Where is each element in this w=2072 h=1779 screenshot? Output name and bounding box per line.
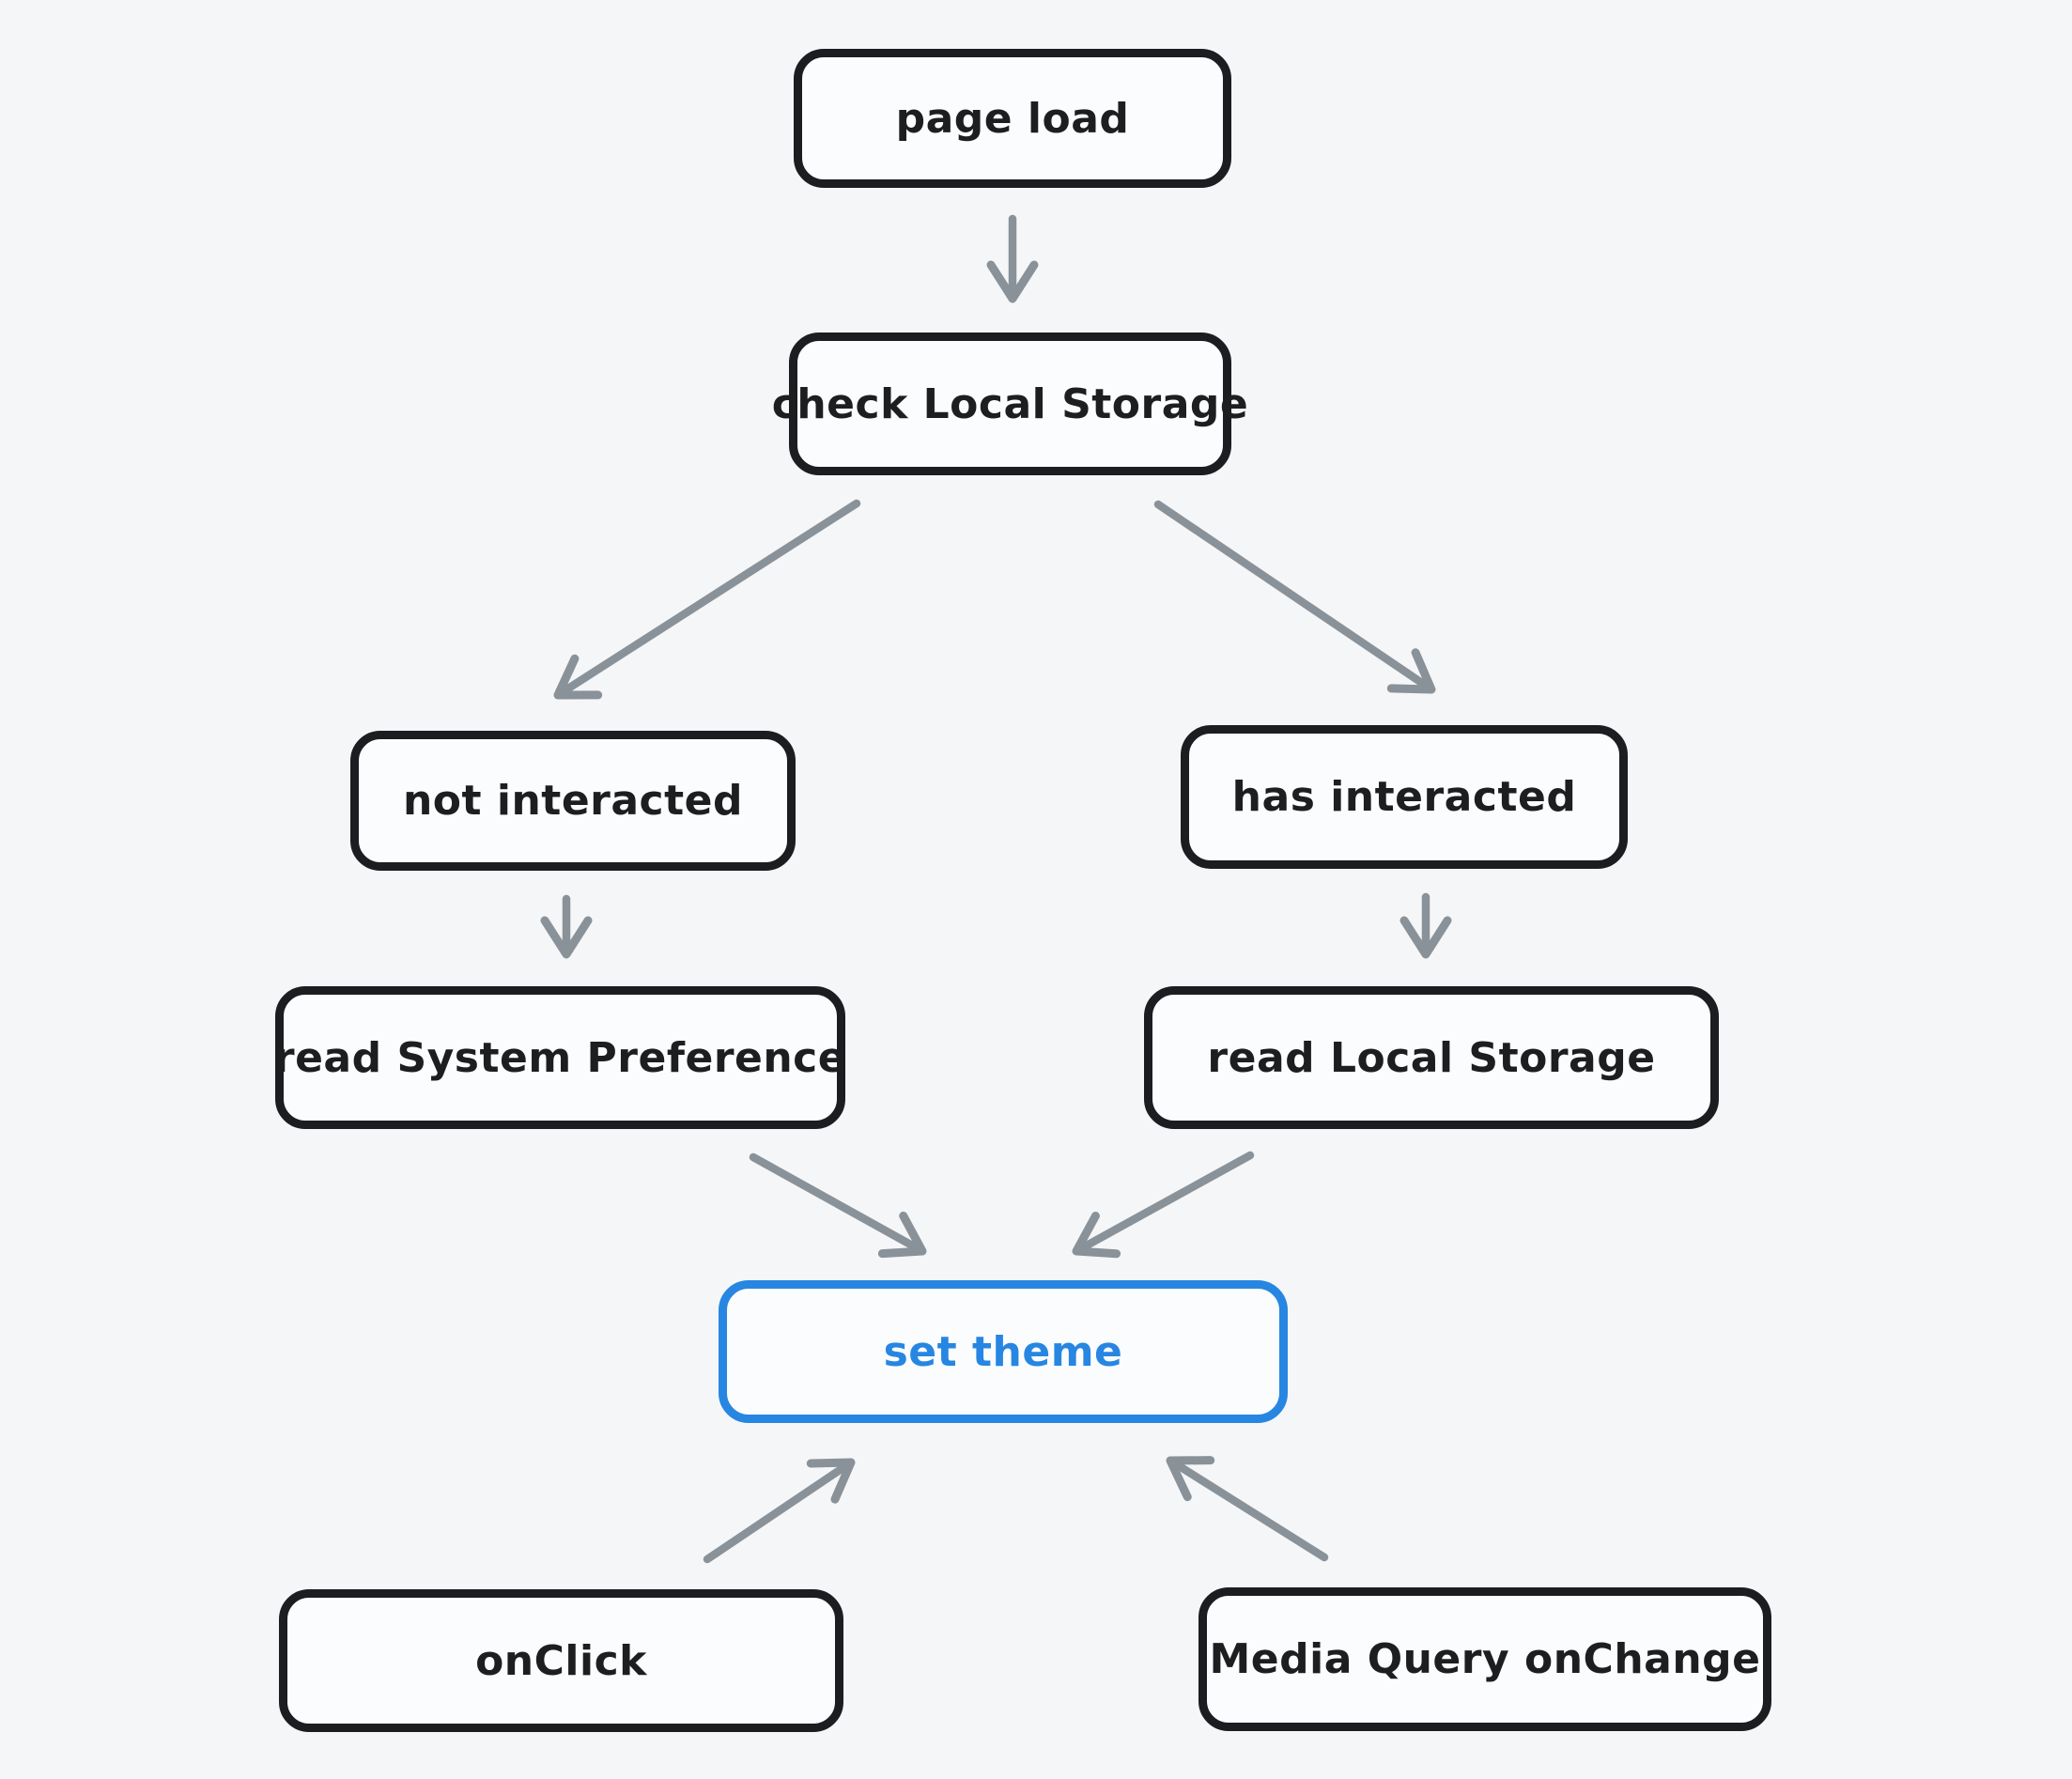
node-read-system-preference: read System Preference [273,986,847,1129]
node-onclick: onClick [279,1589,843,1732]
edge-read-local-storage-to-set-theme [1072,1151,1255,1259]
edge-onclick-to-set-theme [703,1458,856,1564]
edge-read-system-preference-to-set-theme [749,1152,927,1259]
node-has-interacted: has interacted [1181,725,1628,869]
node-read-system-preference-label: read System Preference [273,1033,847,1082]
edge-check-local-storage-to-has-interacted [1153,500,1436,694]
node-set-theme-label: set theme [883,1327,1123,1376]
edge-check-local-storage-to-not-interacted [553,499,861,700]
node-check-local-storage: check Local Storage [772,333,1248,475]
node-media-query-onchange-label: Media Query onChange [1209,1635,1761,1683]
node-set-theme: set theme [719,1280,1288,1423]
node-media-query-onchange: Media Query onChange [1198,1587,1771,1731]
node-onclick-label: onClick [475,1636,647,1685]
node-has-interacted-label: has interacted [1231,773,1577,821]
node-page-load-label: page load [895,94,1130,143]
node-read-local-storage: read Local Storage [1144,986,1719,1129]
node-read-local-storage-label: read Local Storage [1207,1033,1656,1082]
edge-media-query-onchange-to-set-theme [1166,1456,1329,1562]
node-not-interacted: not interacted [350,731,796,871]
node-check-local-storage-label: check Local Storage [771,379,1249,428]
node-not-interacted-label: not interacted [402,777,744,825]
node-page-load: page load [794,49,1231,188]
